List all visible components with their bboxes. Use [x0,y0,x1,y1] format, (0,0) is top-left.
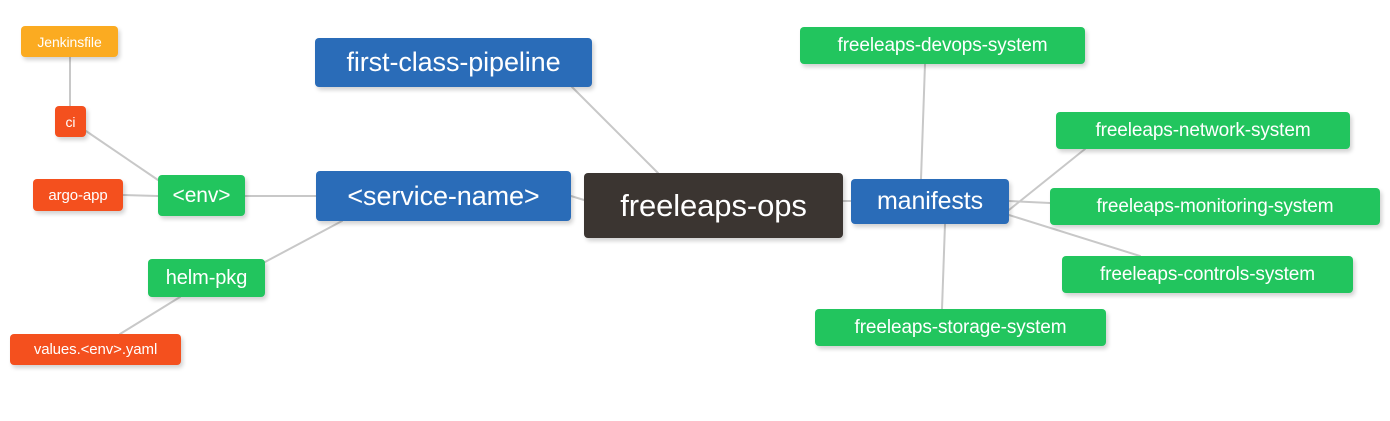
node-jenkinsfile[interactable]: Jenkinsfile [21,26,118,57]
node-ci[interactable]: ci [55,106,86,137]
node-service-name[interactable]: <service-name> [316,171,571,221]
edge-manifests-to-freeleaps-storage-system [941,223,946,310]
node-manifests[interactable]: manifests [851,179,1009,224]
node-helm-pkg[interactable]: helm-pkg [148,259,265,297]
node-freeleaps-storage-system[interactable]: freeleaps-storage-system [815,309,1106,346]
edge-first-class-pipeline-to-freeleaps-ops [571,86,659,174]
node-argo-app[interactable]: argo-app [33,179,123,211]
node-freeleaps-controls-system[interactable]: freeleaps-controls-system [1062,256,1353,293]
edge-service-name-to-freeleaps-ops [570,195,585,201]
node-freeleaps-monitoring-system[interactable]: freeleaps-monitoring-system [1050,188,1380,225]
node-env[interactable]: <env> [158,175,245,216]
edge-helm-pkg-to-service-name [264,220,343,263]
node-values-env-yaml[interactable]: values.<env>.yaml [10,334,181,365]
edge-values-env-yaml-to-helm-pkg [119,296,181,335]
node-freeleaps-network-system[interactable]: freeleaps-network-system [1056,112,1350,149]
edge-manifests-to-freeleaps-monitoring-system [1008,200,1051,204]
edge-argo-app-to-env [122,194,159,197]
node-first-class-pipeline[interactable]: first-class-pipeline [315,38,592,87]
edge-manifests-to-freeleaps-devops-system [920,63,926,180]
node-freeleaps-devops-system[interactable]: freeleaps-devops-system [800,27,1085,64]
node-freeleaps-ops[interactable]: freeleaps-ops [584,173,843,238]
edge-ci-to-env [85,130,159,181]
